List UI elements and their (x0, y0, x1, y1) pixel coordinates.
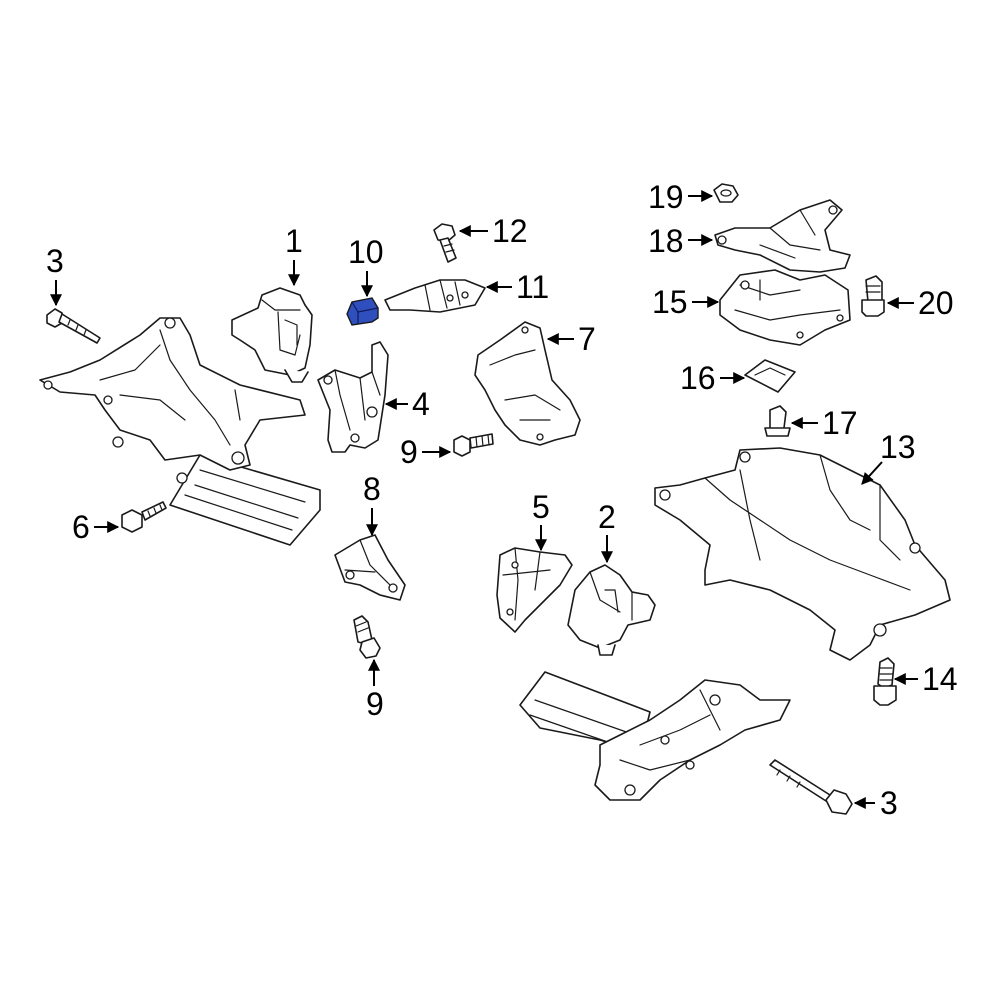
svg-text:2: 2 (598, 499, 616, 535)
callout-6[interactable]: 6 (72, 509, 120, 545)
svg-text:20: 20 (918, 285, 954, 321)
part-4-bracket[interactable] (317, 341, 389, 453)
part-16-pad[interactable] (744, 359, 796, 393)
svg-text:9: 9 (366, 686, 384, 722)
right-lower-rail (519, 671, 791, 801)
part-9-bolt-upper[interactable] (453, 433, 494, 457)
callout-12[interactable]: 12 (458, 213, 528, 249)
callout-16[interactable]: 16 (680, 360, 746, 396)
svg-text:6: 6 (72, 509, 90, 545)
svg-text:14: 14 (922, 661, 958, 697)
callout-19[interactable]: 19 (648, 179, 714, 215)
part-3-bolt-left[interactable] (46, 308, 101, 344)
callout-13[interactable]: 13 (861, 429, 916, 485)
callout-20[interactable]: 20 (886, 285, 954, 321)
left-subframe-rail (39, 317, 321, 546)
callout-17[interactable]: 17 (790, 405, 858, 441)
part-19-nut[interactable] (713, 183, 739, 203)
callout-11[interactable]: 11 (485, 269, 549, 305)
callout-9-lower[interactable]: 9 (366, 658, 384, 722)
part-18-mount-plate[interactable] (714, 199, 851, 273)
svg-text:16: 16 (680, 360, 716, 396)
callout-9-upper[interactable]: 9 (400, 434, 452, 470)
part-15-mount[interactable] (719, 269, 851, 346)
svg-text:12: 12 (492, 213, 528, 249)
part-5-bracket[interactable] (496, 547, 573, 633)
callout-18[interactable]: 18 (648, 223, 714, 259)
svg-text:3: 3 (46, 243, 64, 279)
part-11-plate[interactable] (384, 279, 486, 313)
svg-text:4: 4 (412, 386, 430, 422)
svg-text:17: 17 (822, 405, 858, 441)
part-2-engine-mount[interactable] (567, 564, 656, 656)
svg-text:5: 5 (532, 489, 550, 525)
svg-text:18: 18 (648, 223, 684, 259)
callout-7[interactable]: 7 (546, 321, 596, 357)
part-8-bracket[interactable] (334, 534, 406, 601)
callout-10[interactable]: 10 (348, 234, 384, 298)
callout-15[interactable]: 15 (652, 284, 720, 320)
callout-5[interactable]: 5 (532, 489, 550, 552)
part-17-bolt[interactable] (764, 405, 791, 437)
part-9-bolt-lower[interactable] (353, 615, 381, 659)
callout-3-right[interactable]: 3 (853, 785, 898, 821)
part-20-bolt[interactable] (861, 275, 885, 317)
callout-4[interactable]: 4 (384, 386, 430, 422)
svg-text:15: 15 (652, 284, 688, 320)
part-14-bolt[interactable] (873, 657, 897, 706)
svg-text:19: 19 (648, 179, 684, 215)
part-13-subframe[interactable] (654, 447, 951, 661)
callout-2[interactable]: 2 (598, 499, 616, 564)
part-12-bolt[interactable] (433, 223, 457, 263)
svg-text:7: 7 (578, 321, 596, 357)
part-3-bolt-right[interactable] (769, 759, 853, 815)
svg-text:9: 9 (400, 434, 418, 470)
callout-3-left[interactable]: 3 (46, 243, 64, 307)
callout-14[interactable]: 14 (893, 661, 958, 697)
part-10-buffer-highlighted[interactable] (346, 297, 379, 326)
part-6-bolt[interactable] (121, 501, 167, 533)
callout-8[interactable]: 8 (363, 471, 381, 537)
svg-text:13: 13 (880, 429, 916, 465)
svg-text:1: 1 (285, 223, 303, 259)
svg-text:3: 3 (880, 785, 898, 821)
svg-text:10: 10 (348, 234, 384, 270)
svg-text:8: 8 (363, 471, 381, 507)
part-7-bracket[interactable] (474, 321, 581, 446)
callout-1[interactable]: 1 (285, 223, 303, 287)
svg-text:11: 11 (516, 269, 549, 305)
part-1-engine-mount[interactable] (231, 287, 313, 383)
